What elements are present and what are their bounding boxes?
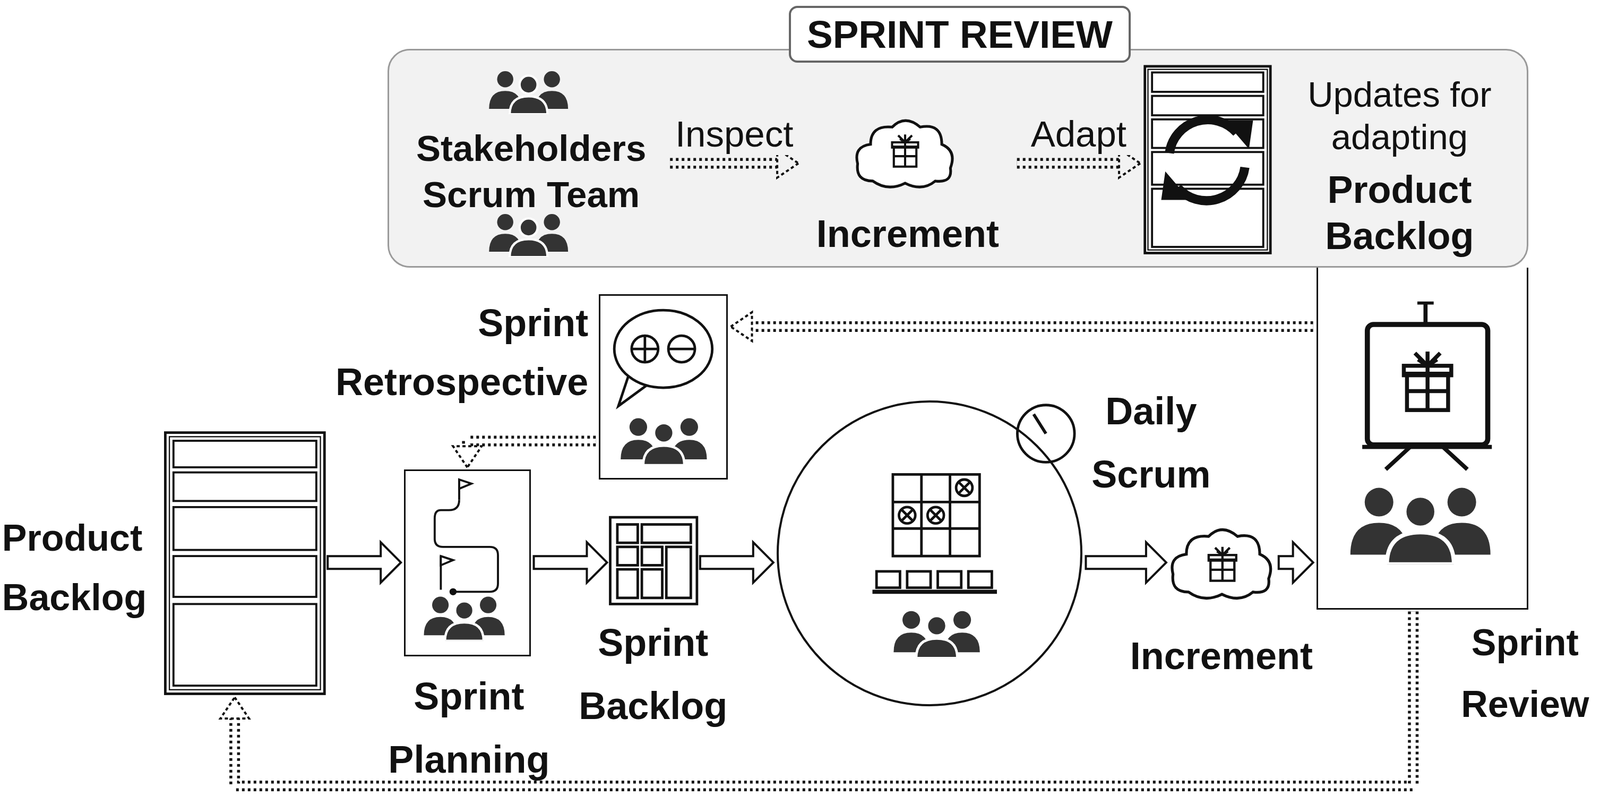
node-label: Stakeholders — [416, 126, 647, 171]
laptops-icon — [872, 571, 997, 592]
sprint-review-box: Sprint Review — [1316, 267, 1529, 610]
node-label: Updates for adapting — [1284, 73, 1515, 159]
people-icon — [488, 71, 569, 115]
dotted-arrowhead — [452, 445, 482, 468]
dotted-line-core — [752, 324, 1314, 330]
planning-route-icon — [434, 479, 498, 595]
people-icon — [423, 596, 505, 641]
block-arrow — [1278, 542, 1314, 583]
feedback-arrow — [730, 312, 1314, 341]
dotted-arrowhead — [220, 697, 249, 719]
node-label: Scrum Team — [422, 173, 640, 218]
flow-arrow — [700, 542, 774, 583]
backlog-icon — [1145, 66, 1271, 254]
dotted-line-core — [669, 160, 778, 166]
sprint-retrospective: Sprint Retrospective — [598, 294, 728, 480]
flow-arrow — [1278, 542, 1314, 583]
block-arrow — [700, 542, 774, 583]
feedback-arrow — [452, 440, 596, 468]
block-arrow — [327, 542, 401, 583]
sync-icon — [1160, 119, 1253, 201]
actors-group: StakeholdersScrum Team — [394, 75, 668, 257]
backlog-update: Updates for adaptingProduct Backlog — [1142, 64, 1522, 259]
block-arrow — [1085, 542, 1166, 583]
dotted-line — [1017, 158, 1120, 169]
edge-label: Inspect — [672, 113, 797, 156]
node-label: Product Backlog — [2, 508, 147, 627]
presentation-icon — [1362, 302, 1492, 470]
dotted-line — [669, 158, 778, 169]
node-label: Increment — [816, 210, 1000, 257]
panel-ground — [387, 48, 1529, 268]
people-icon — [1350, 487, 1491, 565]
people-icon — [893, 611, 980, 659]
edge-label: Adapt — [1027, 113, 1130, 156]
cloud-icon — [856, 120, 953, 187]
gift-icon — [1208, 546, 1237, 581]
block-arrow — [534, 542, 608, 583]
panel-title: SPRINT REVIEW — [788, 5, 1131, 64]
increment-cloud: Increment — [1168, 523, 1276, 606]
sprint-backlog: Sprint Backlog — [609, 517, 697, 605]
review-panel: SPRINT REVIEWStakeholdersScrum TeamIncre… — [387, 48, 1529, 268]
people-icon — [620, 418, 707, 466]
dotted-line — [467, 440, 596, 446]
increment-cloud: Increment — [800, 115, 1015, 257]
dotted-arrowhead — [730, 312, 753, 341]
product-backlog: Product Backlog — [165, 432, 325, 694]
sprint-backlog-icon — [609, 517, 697, 604]
node-label: Increment — [1130, 632, 1313, 679]
people-icon — [488, 213, 569, 257]
dotted-line — [752, 321, 1314, 332]
dotted-line-core — [467, 440, 596, 446]
node-label: Daily Scrum — [1091, 379, 1211, 506]
node-label: Sprint Planning — [388, 664, 550, 791]
clock-icon — [1017, 405, 1075, 463]
product-backlog-icon — [165, 432, 325, 694]
node-label: Sprint Review — [1460, 612, 1589, 735]
node-label: Sprint Retrospective — [335, 293, 589, 412]
task-board-icon — [892, 474, 980, 556]
node-label: Product Backlog — [1325, 166, 1474, 259]
flow-arrow — [1085, 542, 1166, 583]
cloud-icon — [1172, 529, 1271, 599]
node-label: Sprint Backlog — [578, 611, 728, 738]
flow-arrow — [534, 542, 608, 583]
sprint-planning: Sprint Planning — [403, 469, 531, 657]
dotted-line-core — [1017, 160, 1120, 166]
sprint-cycle: Daily Scrum — [776, 400, 1083, 707]
gift-icon — [1403, 351, 1451, 410]
flow-arrow — [327, 542, 401, 583]
speech-bubble-icon — [614, 310, 713, 407]
gift-icon — [891, 134, 918, 167]
